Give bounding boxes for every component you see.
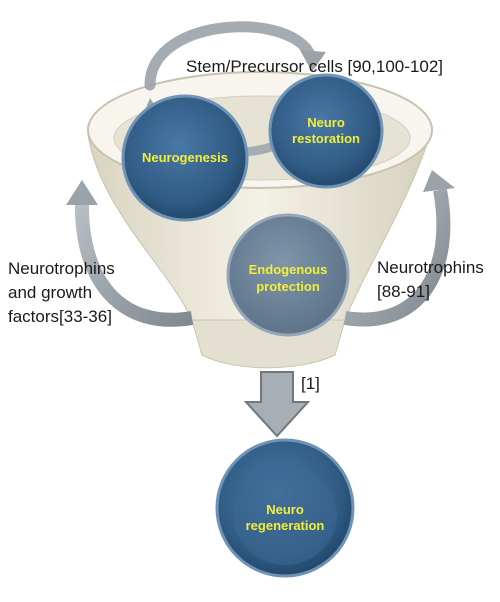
down-block-arrow [243,371,311,438]
left-label-line3: factors[33-36] [8,307,112,326]
circle-neuro-regeneration-inner [233,465,337,565]
regeneration-text-line1: Neuro [266,502,304,517]
left-curved-arrow [74,199,194,327]
restoration-text-line2: restoration [292,131,360,146]
left-label-line1: Neurotrophins [8,259,115,278]
endogenous-text-line2: protection [256,279,320,294]
stem-cells-label: Stem/Precursor cells [90,100-102] [186,57,444,76]
right-arrow-head [423,170,455,192]
right-curved-arrow [343,188,451,327]
circle-neurogenesis [121,94,249,222]
right-label-line2: [88-91] [377,282,430,301]
cycle-arrow [144,21,318,91]
cycle-arrow-head-right [300,50,326,72]
circle-neuro-restoration [268,73,384,189]
regeneration-text-line2: regeneration [245,518,325,533]
down-arrow-ref-label: [1] [301,374,320,393]
circle-endogenous-protection [226,213,350,337]
endogenous-text-line1: Endogenous [248,262,328,277]
left-arrow-head [66,180,98,205]
right-label-line1: Neurotrophins [377,258,484,277]
neurogenesis-text: Neurogenesis [142,150,228,165]
left-label-line2: and growth [8,283,93,302]
restoration-text-line1: Neuro [307,115,345,130]
